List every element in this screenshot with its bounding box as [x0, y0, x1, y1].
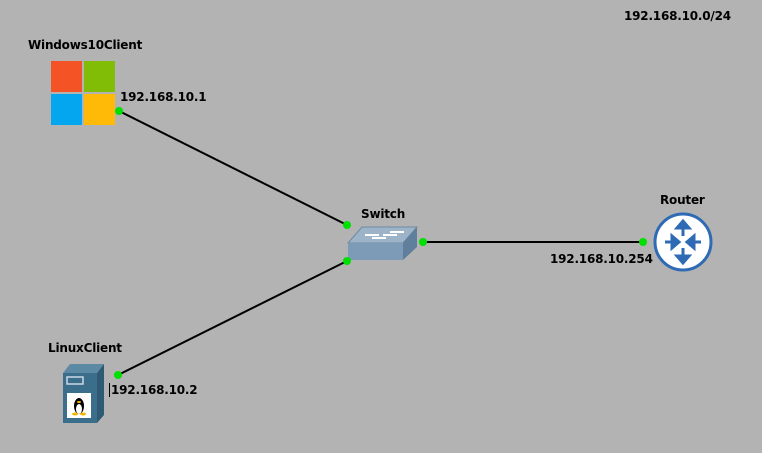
port-indicator-linux	[114, 371, 122, 379]
router-ip[interactable]: 192.168.10.254	[550, 252, 653, 266]
switch-icon[interactable]	[346, 226, 419, 260]
router-name[interactable]: Router	[660, 193, 705, 207]
port-indicator-windows	[115, 107, 123, 115]
link-windows-switch[interactable]	[118, 110, 348, 226]
port-indicator-switch-linux	[343, 257, 351, 265]
windows-client-name[interactable]: Windows10Client	[28, 38, 143, 52]
linux-server-icon[interactable]	[63, 364, 104, 423]
windows-logo-icon[interactable]	[51, 61, 115, 125]
port-indicator-router	[639, 238, 647, 246]
router-icon[interactable]	[653, 212, 713, 272]
linux-client-name[interactable]: LinuxClient	[48, 341, 122, 355]
windows-client-ip[interactable]: 192.168.10.1	[120, 90, 207, 104]
port-indicator-switch-router	[419, 238, 427, 246]
port-indicator-switch-windows	[343, 221, 351, 229]
linux-client-ip[interactable]: 192.168.10.2	[109, 383, 198, 397]
network-note[interactable]: 192.168.10.0/24	[624, 9, 731, 23]
link-linux-switch[interactable]	[117, 260, 348, 376]
switch-name[interactable]: Switch	[361, 207, 406, 221]
